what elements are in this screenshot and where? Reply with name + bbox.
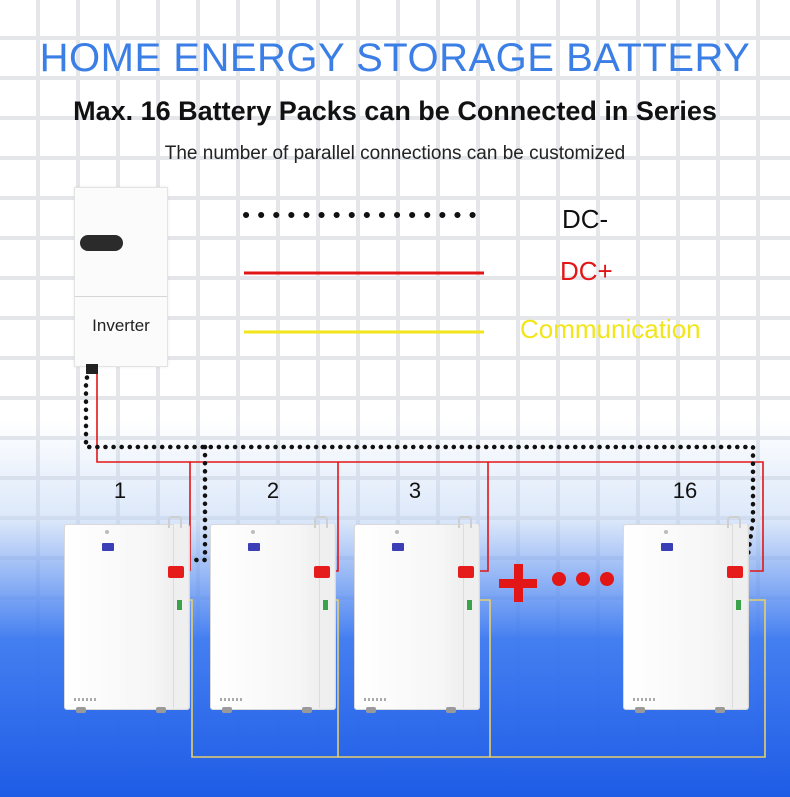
- battery-pack-1: [64, 516, 190, 713]
- battery-side-panel: [319, 524, 334, 708]
- battery-comm-port: [177, 600, 182, 610]
- battery-power-button: [395, 530, 399, 534]
- battery-pack-2: [210, 516, 336, 713]
- battery-number-16: 16: [672, 478, 698, 503]
- battery-body: [210, 524, 336, 710]
- battery-body: [354, 524, 480, 710]
- battery-side-panel: [173, 524, 188, 708]
- battery-side-panel: [732, 524, 747, 708]
- battery-handle: [314, 516, 328, 528]
- battery-display: [661, 543, 673, 551]
- battery-display: [102, 543, 114, 551]
- battery-handle: [727, 516, 741, 528]
- battery-vent: [633, 698, 655, 701]
- plus-icon-bar: [514, 564, 523, 602]
- battery-foot: [446, 707, 456, 713]
- battery-display: [248, 543, 260, 551]
- ellipsis-dot-icon: [552, 572, 566, 586]
- battery-vent: [74, 698, 96, 701]
- battery-handle: [458, 516, 472, 528]
- battery-foot: [302, 707, 312, 713]
- battery-foot: [366, 707, 376, 713]
- battery-body: [64, 524, 190, 710]
- battery-positive-terminal: [727, 566, 743, 578]
- inverter-unit: Inverter: [74, 187, 168, 367]
- battery-power-button: [251, 530, 255, 534]
- page-title: HOME ENERGY STORAGE BATTERY: [39, 36, 751, 80]
- battery-comm-port: [467, 600, 472, 610]
- battery-body: [623, 524, 749, 710]
- ellipsis-dot-icon: [600, 572, 614, 586]
- ellipsis-dot-icon: [576, 572, 590, 586]
- battery-pack-16: [623, 516, 749, 713]
- battery-foot: [635, 707, 645, 713]
- inverter-divider: [75, 296, 167, 297]
- battery-power-button: [664, 530, 668, 534]
- legend-label-dc-minus: DC-: [562, 204, 609, 234]
- battery-number-1: 1: [113, 478, 127, 503]
- parallel-note: The number of parallel connections can b…: [164, 143, 626, 164]
- battery-number-3: 3: [408, 478, 422, 503]
- battery-vent: [220, 698, 242, 701]
- battery-pack-3: [354, 516, 480, 713]
- battery-positive-terminal: [168, 566, 184, 578]
- battery-foot: [156, 707, 166, 713]
- legend-label-dc-plus: DC+: [560, 256, 613, 286]
- battery-handle: [168, 516, 182, 528]
- battery-comm-port: [323, 600, 328, 610]
- battery-display: [392, 543, 404, 551]
- battery-comm-port: [736, 600, 741, 610]
- legend-label-communication: Communication: [520, 314, 701, 344]
- battery-foot: [76, 707, 86, 713]
- page-subtitle: Max. 16 Battery Packs can be Connected i…: [73, 96, 717, 126]
- battery-power-button: [105, 530, 109, 534]
- battery-positive-terminal: [458, 566, 474, 578]
- battery-positive-terminal: [314, 566, 330, 578]
- battery-vent: [364, 698, 386, 701]
- battery-foot: [222, 707, 232, 713]
- battery-number-2: 2: [266, 478, 280, 503]
- legend-lines: [243, 212, 487, 334]
- plus-icon: [499, 564, 537, 602]
- battery-side-panel: [463, 524, 478, 708]
- dc-minus-drop-1: [187, 444, 208, 563]
- inverter-label: Inverter: [92, 316, 150, 335]
- battery-foot: [715, 707, 725, 713]
- inverter-display-panel: [80, 235, 123, 251]
